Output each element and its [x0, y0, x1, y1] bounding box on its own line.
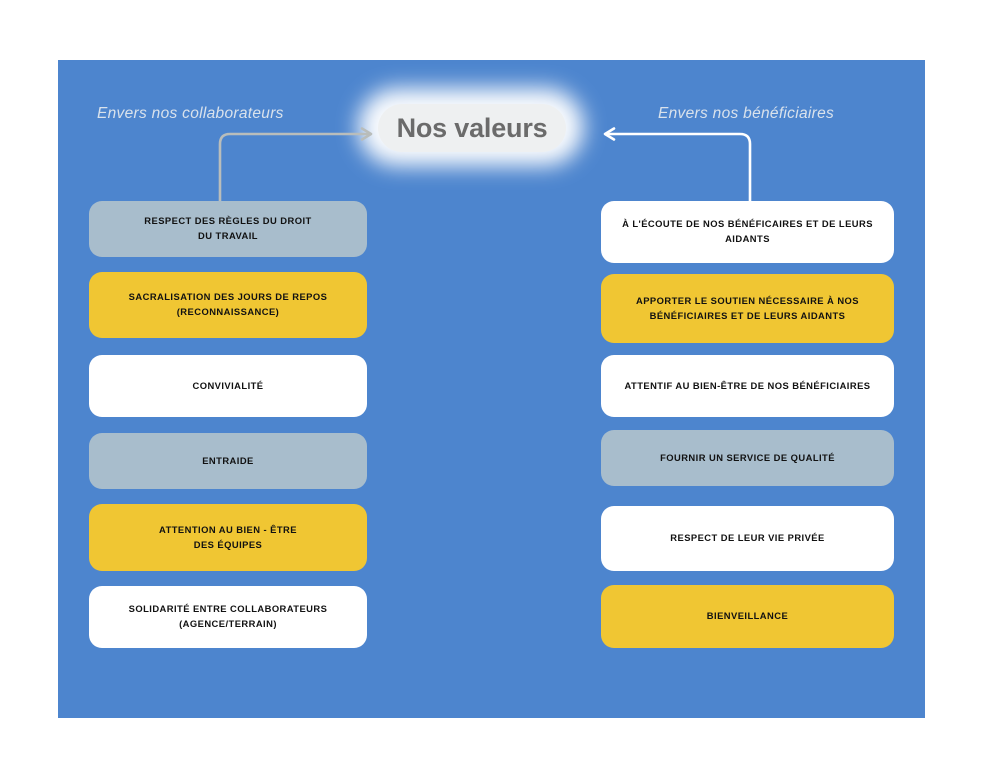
column-header-beneficiaires: Envers nos bénéficiaires — [658, 105, 835, 122]
value-card[interactable]: APPORTER LE SOUTIEN NÉCESSAIRE À NOS BÉN… — [601, 274, 894, 343]
value-card-label: CONVIVIALITÉ — [192, 379, 264, 391]
value-card[interactable]: CONVIVIALITÉ — [89, 355, 367, 417]
value-card-label: À L'ÉCOUTE DE NOS BÉNÉFICAIRES ET DE LEU… — [622, 218, 873, 244]
value-card-label: ATTENTIF AU BIEN-ÊTRE DE NOS BÉNÉFICIAIR… — [624, 379, 871, 391]
connector-arrow-right — [603, 127, 752, 214]
value-card-label: SACRALISATION DES JOURS DE REPOS (RECONN… — [128, 291, 328, 317]
value-card[interactable]: SACRALISATION DES JOURS DE REPOS (RECONN… — [89, 272, 367, 338]
value-card-label: APPORTER LE SOUTIEN NÉCESSAIRE À NOS BÉN… — [636, 294, 859, 321]
value-card-label: SOLIDARITÉ ENTRE COLLABORATEURS (AGENCE/… — [128, 603, 328, 629]
value-card[interactable]: ATTENTION AU BIEN - ÊTRE DES ÉQUIPES — [89, 504, 367, 571]
value-card-label: BIENVEILLANCE — [706, 610, 789, 622]
value-card[interactable]: SOLIDARITÉ ENTRE COLLABORATEURS (AGENCE/… — [89, 586, 367, 648]
value-card[interactable]: BIENVEILLANCE — [601, 585, 894, 648]
connector-arrow-left — [218, 127, 373, 214]
column-header-collaborateurs: Envers nos collaborateurs — [97, 105, 284, 122]
value-card-label: ENTRAIDE — [202, 454, 254, 466]
value-card-label: RESPECT DE LEUR VIE PRIVÉE — [670, 532, 825, 544]
value-card[interactable]: ATTENTIF AU BIEN-ÊTRE DE NOS BÉNÉFICIAIR… — [601, 355, 894, 417]
value-card[interactable]: RESPECT DE LEUR VIE PRIVÉE — [601, 506, 894, 571]
value-card[interactable]: FOURNIR UN SERVICE DE QUALITÉ — [601, 430, 894, 486]
value-card-label: ATTENTION AU BIEN - ÊTRE DES ÉQUIPES — [159, 523, 297, 550]
value-card[interactable]: À L'ÉCOUTE DE NOS BÉNÉFICAIRES ET DE LEU… — [601, 201, 894, 263]
value-card[interactable]: ENTRAIDE — [89, 433, 367, 489]
value-card-label: FOURNIR UN SERVICE DE QUALITÉ — [660, 451, 835, 463]
central-title-label: Nos valeurs — [396, 112, 548, 143]
central-title-node[interactable]: Nos valeurs — [378, 104, 566, 152]
value-card[interactable]: RESPECT DES RÈGLES DU DROIT DU TRAVAIL — [89, 201, 367, 257]
value-card-label: RESPECT DES RÈGLES DU DROIT DU TRAVAIL — [144, 215, 312, 241]
